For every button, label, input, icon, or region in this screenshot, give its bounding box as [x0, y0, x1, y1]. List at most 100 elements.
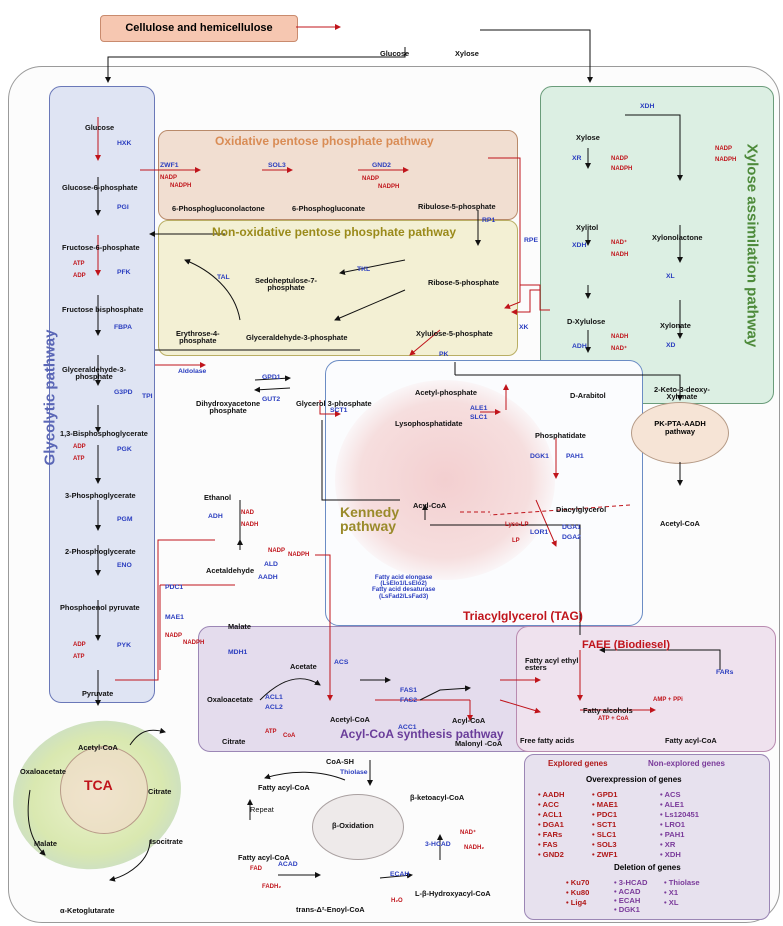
tca-akg: α-Ketoglutarate: [60, 906, 115, 915]
glycolytic-panel: [49, 86, 155, 703]
tca-title: TCA: [84, 777, 113, 793]
cof-coa-acl: CoA: [283, 733, 296, 739]
cof-nadh-xdh: NADH: [611, 252, 629, 258]
beta-facoa1: Fatty acyl-CoA: [258, 783, 310, 792]
legend-item: • ALE1: [660, 800, 684, 809]
enzyme-pgm: PGM: [117, 516, 133, 523]
cof-nadp-xr: NADP: [611, 156, 629, 162]
gly-pep: Phosphoenol pyruvate: [60, 603, 140, 612]
enzyme-adh-mid: ADH: [208, 513, 223, 520]
enzyme-fars: FARs: [716, 669, 734, 676]
cof-nad-mid: NAD: [241, 510, 254, 516]
tca-citrate: Citrate: [148, 787, 172, 796]
legend-del-col2: • 3-HCAD • ACAD • ECAH • DGK1: [614, 878, 647, 914]
legend-item: • ECAH: [614, 896, 641, 905]
mid-malate: Malate: [228, 622, 252, 631]
nonox-s7p: Sedoheptulose-7- phosphate: [255, 276, 318, 293]
enzyme-pah1: PAH1: [566, 453, 584, 460]
xyl-kdx: 2-Keto-3-deoxy- Xylonate: [654, 385, 710, 402]
enzyme-fbpa: FBPA: [114, 324, 132, 331]
legend-item: • X1: [664, 888, 679, 897]
cof-nadh-adh: NADH: [611, 334, 629, 340]
nonox-ppp-title: Non-oxidative pentose phosphate pathway: [212, 225, 457, 239]
enzyme-ald: ALD: [264, 561, 278, 568]
faee-title: FAEE (Biodiesel): [582, 639, 671, 651]
enzyme-thiolase: Thiolase: [340, 769, 368, 776]
legend-item: • Ku80: [566, 888, 590, 897]
xyl-dxylulose: D-Xylulose: [567, 317, 606, 326]
enzyme-aldolase: Aldolase: [178, 368, 207, 375]
ox-ru5p: Ribulose-5-phosphate: [418, 202, 496, 211]
enzyme-pgk: PGK: [117, 446, 132, 453]
cof-atp-acl: ATP: [265, 729, 277, 735]
legend-item: • SCT1: [592, 820, 617, 829]
xyl-xylonolactone: Xylonolactone: [652, 233, 703, 242]
cof-nad-xdh: NAD⁺: [611, 240, 628, 246]
gly-bpg: 1,3-Bisphosphoglycerate: [60, 429, 148, 438]
legend-over-title: Overexpression of genes: [586, 775, 682, 784]
legend-explored-title: Explored genes: [548, 759, 608, 768]
cof-nadph-mae: NADPH: [183, 640, 205, 646]
enzyme-acc1: ACC1: [398, 724, 417, 731]
enzyme-sct1: SCT1: [330, 407, 348, 414]
glycolytic-title: Glycolytic pathway: [41, 329, 59, 466]
enzyme-acs: ACS: [334, 659, 349, 666]
tag-title: Triacylglycerol (TAG): [463, 609, 583, 623]
enzyme-pgi: PGI: [117, 204, 129, 211]
legend-item: • XL: [664, 898, 679, 907]
cof-fadh2: FADH₂: [262, 884, 281, 890]
enzyme-acl1: ACL1: [265, 694, 283, 701]
ken-acyl-coa: Acyl-CoA: [413, 501, 447, 510]
legend-item: • PAH1: [660, 830, 685, 839]
cof-adp-3: ADP: [73, 642, 86, 648]
enzyme-acl2: ACL2: [265, 704, 283, 711]
legend-del-col1: • Ku70 • Ku80 • Lig4: [566, 878, 589, 908]
xyl-xylose: Xylose: [576, 133, 600, 142]
enzyme-tkl: TKL: [357, 266, 371, 273]
enzyme-xd: XD: [666, 342, 676, 349]
legend-item: • Thiolase: [664, 878, 700, 887]
enzyme-pdc1: PDC1: [165, 584, 184, 591]
legend-item: • GND2: [538, 850, 564, 859]
legend-item: • LRO1: [660, 820, 686, 829]
mid-acetyl-phosphate: Acetyl-phosphate: [415, 388, 478, 397]
gly-g6p: Glucose-6-phosphate: [62, 183, 138, 192]
faee-facoa: Fatty acyl-CoA: [665, 736, 717, 745]
kennedy-title: Kennedy pathway: [340, 504, 400, 534]
legend-item: • SOL3: [592, 840, 617, 849]
enzyme-rp1: RP1: [482, 217, 496, 224]
mid-g3p: Glycerol 3-phosphate: [296, 399, 372, 408]
cof-nadp-mid: NADP: [268, 548, 286, 554]
enzyme-gpd1: GPD1: [262, 374, 281, 381]
beta-ox-circle: [312, 794, 404, 860]
legend-item: • Lig4: [566, 898, 587, 907]
acoa-malonyl-coa: Malonyl -CoA: [455, 739, 503, 748]
faee-ffa: Free fatty acids: [520, 736, 575, 745]
nonox-e4p: Erythrose-4- phosphate: [176, 329, 220, 346]
enzyme-pyk: PYK: [117, 642, 131, 649]
enzyme-pk: PK: [439, 351, 449, 358]
legend-item: • ACS: [660, 790, 681, 799]
tca-isocitrate: Isocitrate: [150, 837, 183, 846]
acoa-coa-sh: CoA-SH: [326, 757, 354, 766]
enzyme-dgk1: DGK1: [530, 453, 549, 460]
beta-repeat: Repeat: [250, 805, 274, 814]
legend-item: • ACL1: [538, 810, 563, 819]
cof-fad: FAD: [250, 866, 262, 872]
mid-acetaldehyde: Acetaldehyde: [206, 566, 255, 575]
ox-ppp-title: Oxidative pentose phosphate pathway: [215, 134, 434, 148]
cof-nadph-zwf: NADPH: [170, 183, 192, 189]
beta-bketo: β-ketoacyl-CoA: [410, 793, 465, 802]
cof-nadph-mid: NADPH: [288, 552, 310, 558]
beta-facoa2: Fatty acyl-CoA: [238, 853, 290, 862]
enzyme-fas2: FAS2: [400, 697, 417, 704]
acoa-acyl-coa: Acyl-CoA: [452, 716, 486, 725]
acoa-acetyl-coa: Acetyl-CoA: [330, 715, 370, 724]
cof-nadh-mid: NADH: [241, 522, 259, 528]
enzyme-rpe: RPE: [524, 237, 538, 244]
beta-title: β-Oxidation: [332, 821, 374, 830]
legend-item: • GPD1: [592, 790, 618, 799]
enzyme-xdh-top: XDH: [640, 103, 655, 110]
enzyme-tal: TAL: [217, 274, 230, 281]
legend-nonexplored-title: Non-explored genes: [648, 759, 725, 768]
